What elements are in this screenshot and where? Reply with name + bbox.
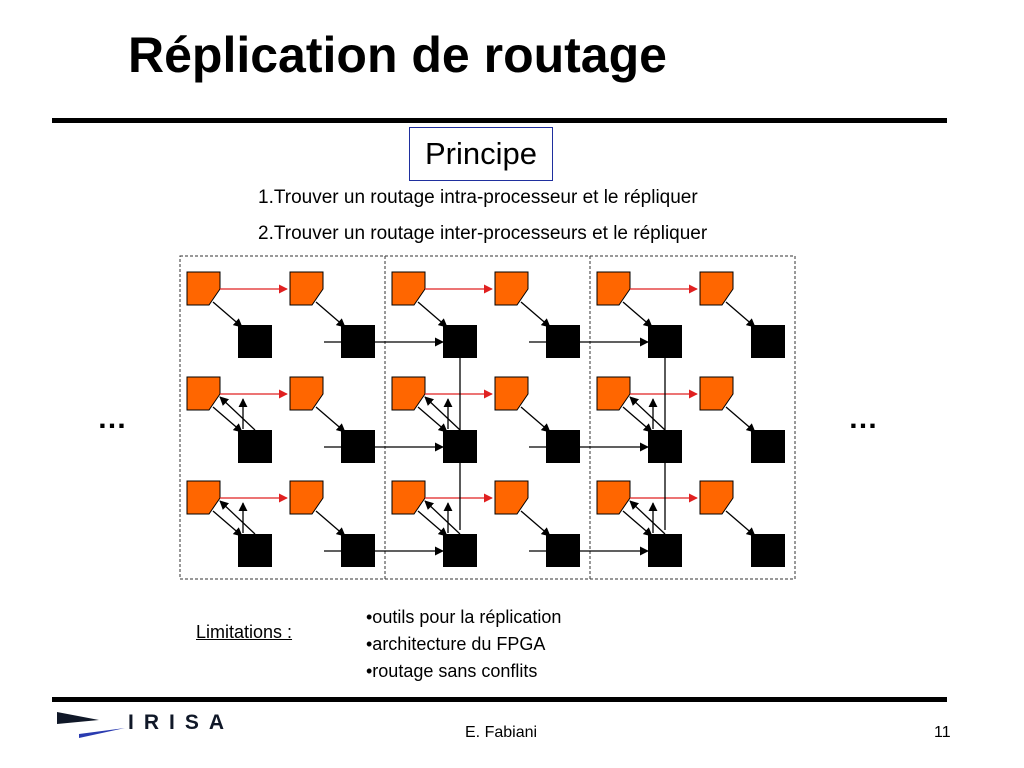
intra-link [725, 406, 756, 433]
processor-array-border [179, 255, 796, 580]
logic-block [699, 376, 734, 411]
intra-link [417, 510, 448, 537]
ellipsis-left: … [97, 402, 128, 435]
switch-block [238, 534, 272, 567]
intra-link [520, 301, 551, 328]
feedback-route [424, 500, 461, 535]
bottom-rule [52, 697, 947, 702]
limitation-item: •routage sans conflits [366, 661, 538, 681]
limitations-list: •outils pour la réplication •architectur… [366, 604, 561, 685]
switch-block [238, 325, 272, 358]
logic-block [289, 271, 324, 306]
intra-link [212, 301, 243, 328]
logic-block [186, 271, 221, 306]
step-1: 1.Trouver un routage intra-processeur et… [258, 187, 698, 208]
feedback-route [424, 396, 461, 431]
logic-block [289, 480, 324, 515]
intra-link [417, 301, 448, 328]
logic-block [596, 480, 631, 515]
feedback-route [219, 500, 256, 535]
intra-link [417, 406, 448, 433]
intra-link [212, 406, 243, 433]
slide-title: Réplication de routage [128, 27, 667, 83]
feedback-route [629, 396, 666, 431]
intra-link [622, 510, 653, 537]
feedback-route [629, 500, 666, 535]
switch-block [751, 534, 785, 567]
intra-link [212, 510, 243, 537]
logic-block [596, 271, 631, 306]
intra-link [315, 510, 346, 537]
logic-block [699, 480, 734, 515]
page-number: 11 [934, 724, 951, 741]
logic-block [699, 271, 734, 306]
principe-box: Principe [409, 127, 553, 181]
switch-block [238, 430, 272, 463]
switch-block [751, 430, 785, 463]
switch-block [751, 325, 785, 358]
intra-link [520, 406, 551, 433]
switch-block [443, 534, 477, 567]
intra-link [315, 301, 346, 328]
logo-text: IRISA [128, 711, 235, 734]
logic-block [494, 271, 529, 306]
intra-link [520, 510, 551, 537]
irisa-logo-icon [57, 712, 125, 738]
logic-block [596, 376, 631, 411]
intra-link [622, 406, 653, 433]
logic-block [391, 376, 426, 411]
logic-block [289, 376, 324, 411]
logic-block [494, 376, 529, 411]
logic-block [391, 480, 426, 515]
feedback-route [219, 396, 256, 431]
intra-link [725, 301, 756, 328]
limitation-item: •architecture du FPGA [366, 634, 546, 654]
step-2: 2.Trouver un routage inter-processeurs e… [258, 223, 708, 244]
ellipsis-right: … [848, 402, 879, 435]
limitation-item: •outils pour la réplication [366, 607, 562, 627]
logic-block [494, 480, 529, 515]
intra-link [725, 510, 756, 537]
top-rule [52, 118, 947, 123]
footer-author: E. Fabiani [465, 724, 538, 741]
intra-link [622, 301, 653, 328]
switch-block [648, 534, 682, 567]
logic-block [391, 271, 426, 306]
logic-block [186, 376, 221, 411]
intra-link [315, 406, 346, 433]
logic-block [186, 480, 221, 515]
limitations-label: Limitations : [196, 622, 293, 642]
